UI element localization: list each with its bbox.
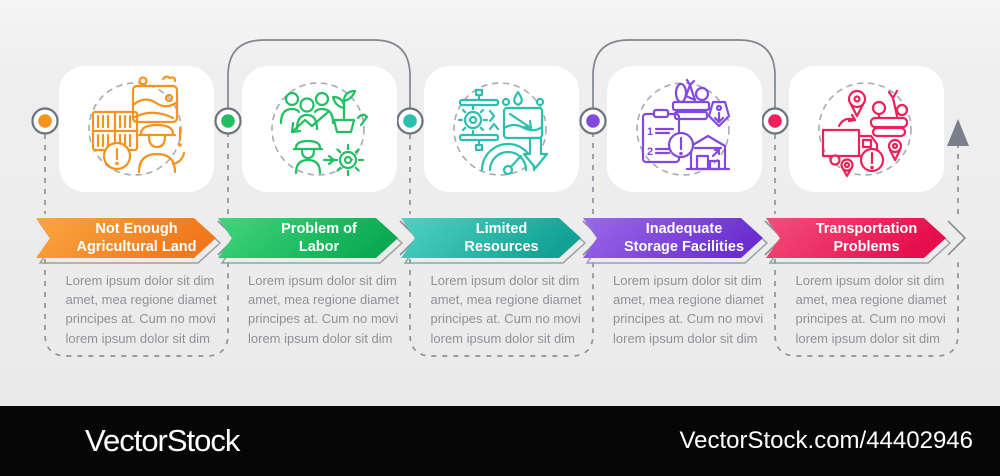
step-marker-5 — [768, 114, 782, 128]
step-title: Transportation Problems — [815, 221, 918, 255]
step-arrow-banner — [765, 218, 966, 264]
step-column-3: Limited Resources Lorem ipsum dolor sit … — [400, 0, 601, 406]
svg-text:1: 1 — [647, 126, 653, 138]
step-marker-4 — [586, 114, 600, 128]
vectorstock-credit-url: VectorStock.com/44402946 — [679, 427, 973, 454]
svg-text:2: 2 — [647, 146, 653, 158]
step-description: Lorem ipsum dolor sit dim amet, mea regi… — [613, 273, 765, 346]
icon-card — [789, 66, 944, 192]
step-title: Limited Resources — [464, 221, 539, 255]
step-marker-2 — [221, 114, 235, 128]
transportation-problems-icon — [818, 82, 912, 178]
step-column-1: Not Enough Agricultural Land Lorem ipsum… — [35, 0, 236, 406]
step-marker-3 — [403, 114, 417, 128]
labor-shortage-icon — [270, 82, 368, 177]
step-column-4: 1 2 Inadequate Storage Facilities Lorem … — [583, 0, 783, 406]
storage-facilities-icon: 1 2 — [635, 78, 730, 176]
step-arrow-banner — [218, 218, 418, 264]
step-description: Lorem ipsum dolor sit dim amet, mea regi… — [248, 273, 400, 346]
step-column-5: Transportation Problems Lorem ipsum dolo… — [765, 0, 966, 406]
step-description: Lorem ipsum dolor sit dim amet, mea regi… — [65, 273, 217, 346]
watermark-bar: VectorStock VectorStock.com/44402946 — [0, 406, 1000, 476]
step-markers — [31, 107, 789, 135]
limited-resources-icon — [453, 82, 549, 176]
step-column-2: Problem of Labor Lorem ipsum dolor sit d… — [218, 0, 418, 406]
step-title: Not Enough Agricultural Land — [76, 221, 197, 255]
step-title: Inadequate Storage Facilities — [623, 221, 745, 255]
icon-card — [424, 66, 579, 192]
step-arrow-banner — [400, 218, 601, 264]
step-description: Lorem ipsum dolor sit dim amet, mea regi… — [795, 273, 947, 346]
step-title: Problem of Labor — [281, 221, 357, 255]
flow-connector — [31, 39, 969, 357]
step-marker-1 — [38, 114, 52, 128]
vectorstock-logo: VectorStock — [85, 423, 240, 458]
step-arrow-banner — [583, 218, 783, 264]
step-description: Lorem ipsum dolor sit dim amet, mea regi… — [430, 273, 582, 346]
farmland-shortage-icon — [88, 75, 186, 176]
flow-end-arrow-icon — [947, 119, 969, 146]
step-arrow-banner — [35, 218, 236, 264]
